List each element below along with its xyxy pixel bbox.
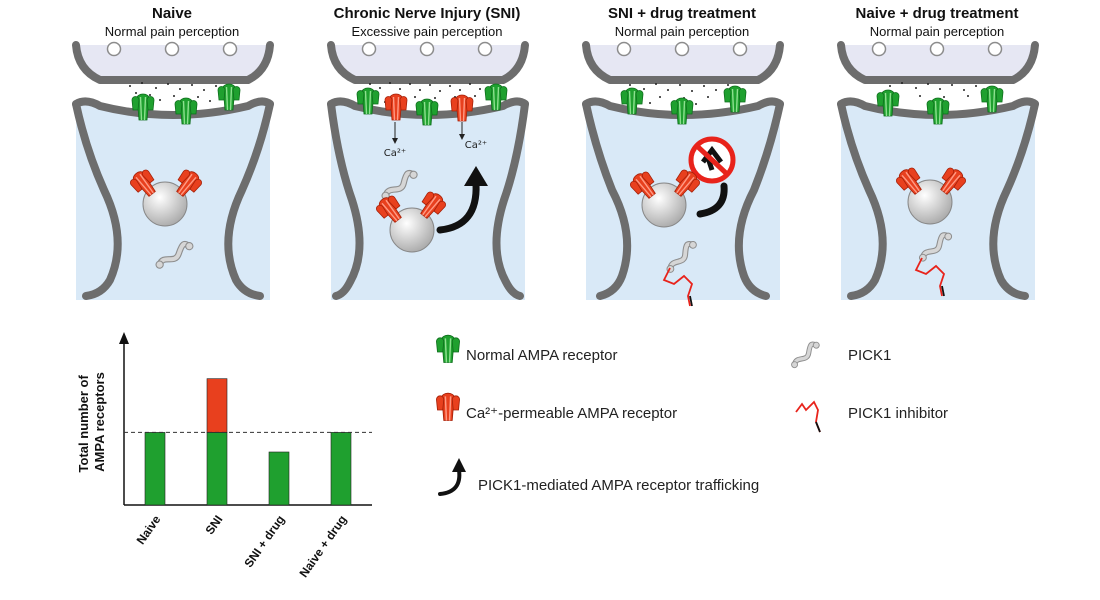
- x-tick-label: SNI: [203, 513, 226, 537]
- calcium-label: Ca²⁺: [465, 140, 487, 151]
- legend-item-trafficking: PICK1-mediated AMPA receptor trafficking: [438, 458, 759, 496]
- panel-subtitle: Normal pain perception: [615, 24, 749, 39]
- blocked-trafficking-icon: [688, 136, 736, 184]
- legend-label: PICK1-mediated AMPA receptor trafficking: [478, 477, 759, 494]
- legend-label: PICK1: [848, 347, 891, 364]
- y-axis-arrow: [119, 332, 129, 344]
- panel-title: Chronic Nerve Injury (SNI): [334, 5, 521, 22]
- presynaptic-terminal: [72, 41, 274, 84]
- calcium-label: Ca²⁺: [384, 148, 406, 159]
- panel-subtitle: Excessive pain perception: [351, 24, 502, 39]
- legend-item-inhibitor: PICK1 inhibitor: [795, 400, 948, 433]
- neurotransmitter-dots: [129, 82, 223, 102]
- x-tick-label: SNI + drug: [241, 513, 287, 570]
- pick1-inhibitor: [914, 257, 946, 297]
- y-axis-title-line1: Total number of: [76, 375, 91, 473]
- panel-subtitle: Normal pain perception: [870, 24, 1004, 39]
- presynaptic-terminal: [837, 41, 1039, 84]
- legend-label: Ca²⁺-permeable AMPA receptor: [466, 405, 677, 422]
- panel-title: Naive: [152, 5, 192, 22]
- panel-sni-drug: SNI + drug treatment Normal pain percept…: [582, 5, 784, 307]
- legend-item-pick1: PICK1: [787, 341, 891, 369]
- bar-normal-naive-drug: [330, 432, 352, 506]
- normal-ampa-receptor-icon: [435, 334, 461, 364]
- panel-title: Naive + drug treatment: [856, 5, 1019, 22]
- legend-item-ca-ampa: Ca²⁺-permeable AMPA receptor: [435, 392, 677, 422]
- bar-normal-sni: [206, 432, 228, 506]
- panel-title: SNI + drug treatment: [608, 5, 756, 22]
- legend-label: Normal AMPA receptor: [466, 347, 617, 364]
- panel-naive-drug: Naive + drug treatment Normal pain perce…: [837, 5, 1039, 300]
- trafficking-arrow: [696, 182, 728, 218]
- presynaptic-terminal: [327, 41, 529, 84]
- legend: Normal AMPA receptor Ca²⁺-permeable AMPA…: [435, 334, 948, 496]
- trafficking-arrow-icon: [438, 468, 462, 496]
- x-tick-label: Naive + drug: [296, 513, 349, 580]
- legend-label: PICK1 inhibitor: [848, 405, 948, 422]
- panel-naive: Naive Normal pain perception: [72, 5, 274, 300]
- bar-ca-permeable-sni: [206, 378, 228, 433]
- legend-item-normal-ampa: Normal AMPA receptor: [435, 334, 617, 364]
- x-tick-label: Naive: [134, 512, 164, 547]
- bar-normal-sni-drug: [268, 451, 290, 506]
- calcium-influx-arrow: [459, 122, 465, 140]
- presynaptic-terminal: [582, 41, 784, 84]
- panel-sni: Chronic Nerve Injury (SNI) Excessive pai…: [327, 5, 529, 300]
- trafficking-arrow: [436, 166, 488, 234]
- y-axis-title: Total number of AMPA receptors: [76, 372, 107, 473]
- panel-subtitle: Normal pain perception: [105, 24, 239, 39]
- calcium-influx-arrow: [392, 122, 398, 144]
- bar-normal-naive: [144, 432, 166, 506]
- pick1-inhibitor-icon: [795, 400, 821, 433]
- ca-permeable-ampa-receptor-icon: [435, 392, 461, 422]
- y-axis-title-line2: AMPA receptors: [92, 372, 107, 472]
- pick1-inhibitor: [662, 267, 694, 307]
- pick1-icon: [787, 341, 823, 369]
- bar-chart: Total number of AMPA receptors Naive SNI S…: [76, 332, 372, 580]
